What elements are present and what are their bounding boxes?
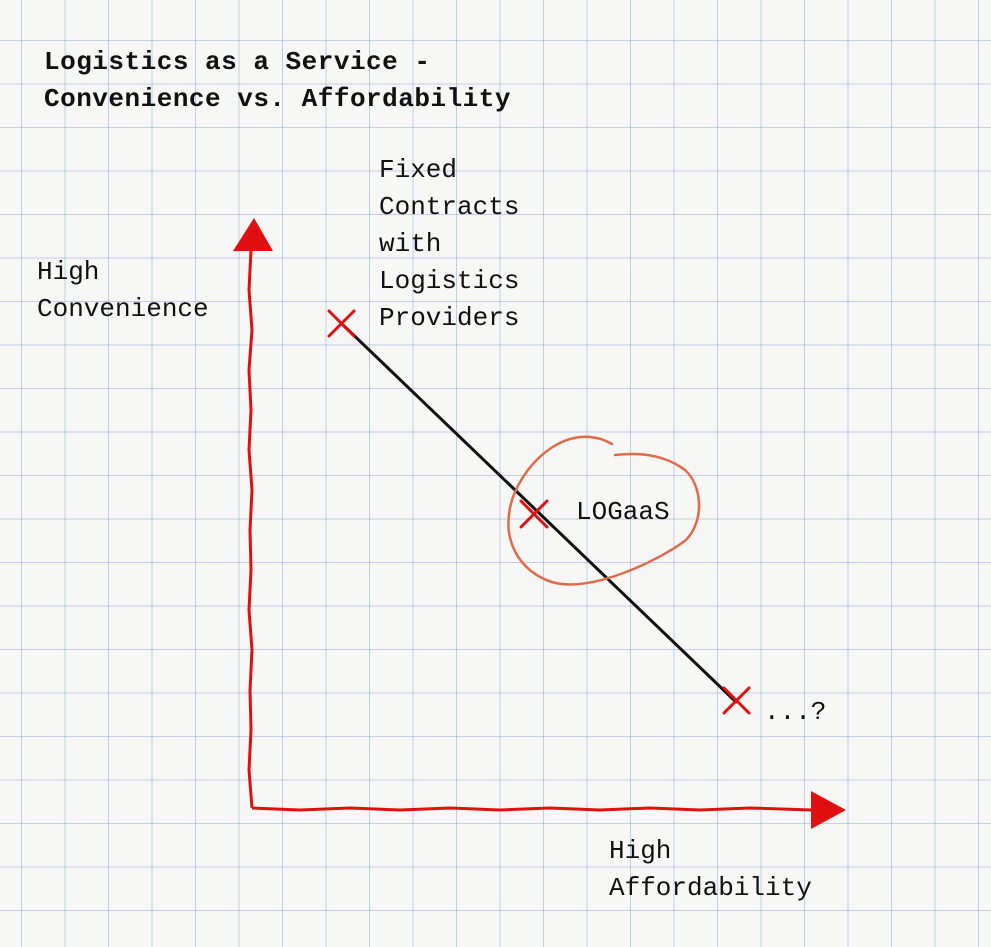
y-axis-line bbox=[247, 249, 254, 809]
point-label-fixed-contracts-line-2: Contracts bbox=[379, 192, 520, 222]
point-label-fixed-contracts-line-4: Logistics bbox=[379, 266, 520, 296]
point-label-unknown: ...? bbox=[764, 697, 827, 727]
y-axis-label-line-1: High bbox=[37, 257, 100, 287]
x-axis-arrowhead bbox=[811, 791, 846, 829]
point-label-logaas: LOGaaS bbox=[576, 497, 670, 527]
point-marker-logaas bbox=[519, 499, 549, 529]
diagram-title-line-1: Logistics as a Service - bbox=[44, 47, 431, 77]
point-label-fixed-contracts-line-1: Fixed bbox=[379, 155, 458, 185]
x-axis-line bbox=[251, 806, 813, 812]
y-axis-label-line-2: Convenience bbox=[37, 294, 209, 324]
y-axis-arrowhead bbox=[233, 218, 273, 251]
diagram-title-line-2: Convenience vs. Affordability bbox=[44, 84, 511, 114]
trade-off-line bbox=[339, 321, 738, 704]
x-axis-label-line-2: Affordability bbox=[609, 873, 812, 903]
point-marker-fixed-contracts bbox=[327, 309, 356, 338]
logaas-highlight-circle bbox=[507, 435, 701, 586]
x-axis-label-line-1: High bbox=[609, 836, 672, 866]
point-marker-unknown bbox=[722, 686, 751, 715]
point-label-fixed-contracts-line-5: Providers bbox=[379, 303, 520, 333]
point-label-fixed-contracts-line-3: with bbox=[379, 229, 442, 259]
